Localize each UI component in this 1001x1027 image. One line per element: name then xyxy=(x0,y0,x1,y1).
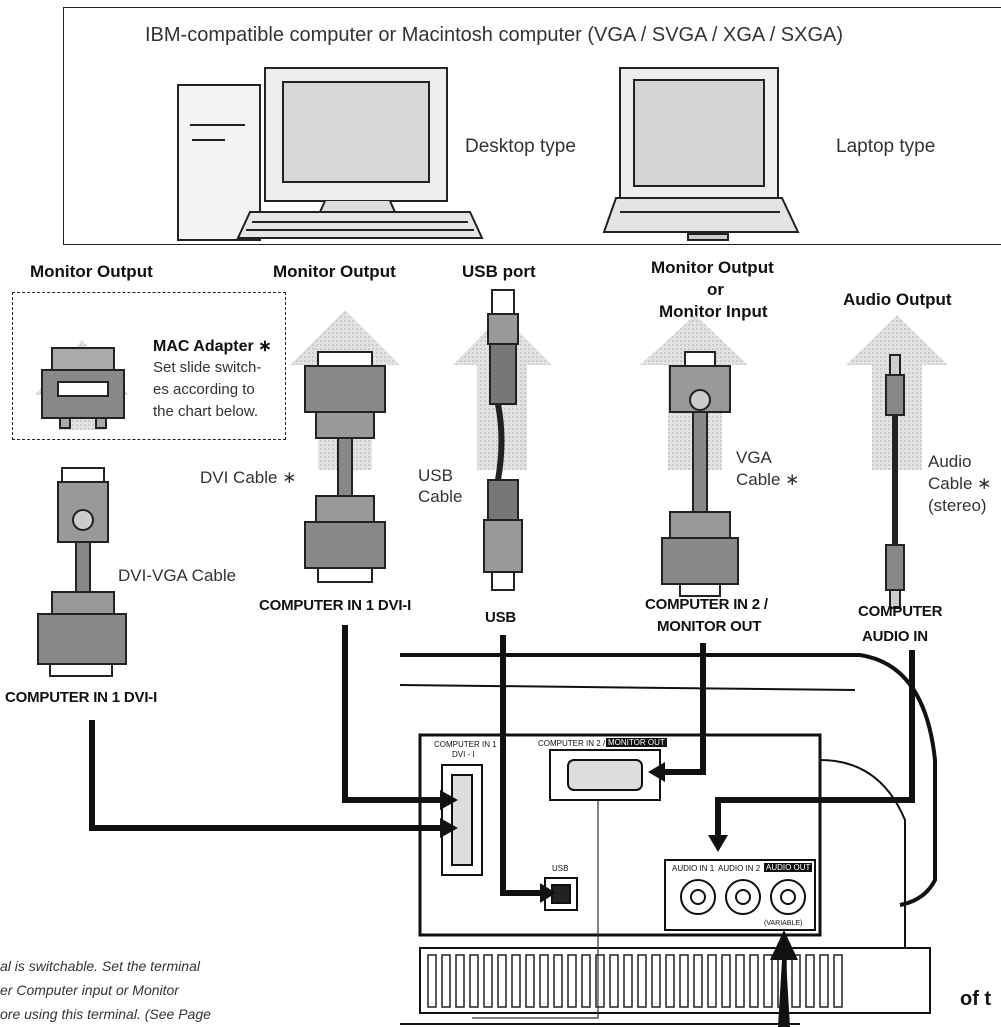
connection-lines xyxy=(92,625,912,893)
dvi-port-icon xyxy=(442,765,482,875)
col3-cable-label-2: Cable xyxy=(418,487,462,507)
note-line-1: al is switchable. Set the terminal xyxy=(0,958,200,974)
vga-cable-icon xyxy=(662,352,738,596)
note-line-3: ore using this terminal. (See Page xyxy=(0,1006,211,1022)
col2-cable-label: DVI Cable ∗ xyxy=(200,468,296,488)
panel-variable: (VARIABLE) xyxy=(764,920,802,927)
col5-cable-label-2: Cable ∗ xyxy=(928,474,991,494)
col4-port-label-2: MONITOR OUT xyxy=(657,618,761,635)
panel-dvi-i: DVI - I xyxy=(452,750,475,759)
col3-port-label: USB xyxy=(485,609,516,626)
col4-cable-label-1: VGA xyxy=(736,448,772,468)
col3-cable-label-1: USB xyxy=(418,466,453,486)
col2-port-label: COMPUTER IN 1 DVI-I xyxy=(259,597,411,614)
panel-audio-out: AUDIO OUT xyxy=(764,863,812,872)
panel-computer-in1: COMPUTER IN 1 xyxy=(434,740,497,749)
dvi-vga-cable-icon xyxy=(38,468,126,676)
panel-usb: USB xyxy=(552,864,568,873)
col4-cable-label-2: Cable ∗ xyxy=(736,470,799,490)
panel-audio-in2: AUDIO IN 2 xyxy=(718,864,760,873)
mac-adapter-icon xyxy=(42,348,124,428)
panel-computer-in2: COMPUTER IN 2 / xyxy=(538,739,605,748)
col5-cable-label-1: Audio xyxy=(928,452,971,472)
col1-cable-label: DVI-VGA Cable xyxy=(118,566,236,586)
panel-monitor-out: MONITOR OUT xyxy=(606,738,667,747)
col5-cable-label-3: (stereo) xyxy=(928,496,987,516)
panel-audio-in1: AUDIO IN 1 xyxy=(672,864,714,873)
col5-port-label-1: COMPUTER xyxy=(858,603,942,620)
audio-cable-icon xyxy=(886,355,904,608)
col4-port-label-1: COMPUTER IN 2 / xyxy=(645,596,768,613)
col5-port-label-2: AUDIO IN xyxy=(862,628,928,645)
col1-port-label: COMPUTER IN 1 DVI-I xyxy=(5,689,157,706)
vga-port-icon xyxy=(550,750,660,800)
note-line-2: er Computer input or Monitor xyxy=(0,982,179,998)
right-edge-text: of t xyxy=(960,988,991,1011)
dvi-cable-icon xyxy=(305,352,385,582)
